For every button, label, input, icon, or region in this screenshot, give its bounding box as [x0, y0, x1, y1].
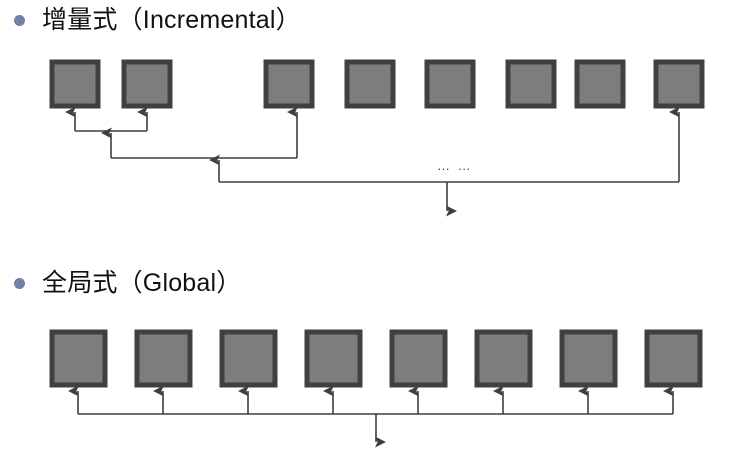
heading-incremental: 增量式（Incremental） [14, 8, 301, 33]
data-block [49, 329, 108, 388]
data-block [344, 59, 396, 109]
merge-level-2 [101, 106, 298, 159]
global-block-row [49, 329, 703, 388]
merge-level-3 [209, 106, 680, 217]
data-block [653, 59, 705, 109]
data-block [134, 329, 193, 388]
incremental-block-row [49, 59, 705, 109]
global-diagram [49, 329, 703, 448]
data-block [389, 329, 448, 388]
bullet-dot-icon [14, 278, 25, 289]
data-block [424, 59, 476, 109]
bullet-dot-icon [14, 15, 25, 26]
data-block [559, 329, 618, 388]
ellipsis-annotation: … … [437, 158, 473, 173]
data-block [644, 329, 703, 388]
heading-global-label: 全局式（Global） [42, 269, 242, 297]
data-block [263, 59, 315, 109]
data-block [474, 329, 533, 388]
incremental-diagram [49, 59, 705, 217]
heading-global: 全局式（Global） [14, 271, 241, 296]
data-block [219, 329, 278, 388]
data-block [304, 329, 363, 388]
heading-incremental-label: 增量式（Incremental） [42, 6, 301, 34]
data-block [574, 59, 626, 109]
data-block [49, 59, 101, 109]
global-merge-bus [68, 385, 674, 448]
data-block [121, 59, 173, 109]
data-block [505, 59, 557, 109]
